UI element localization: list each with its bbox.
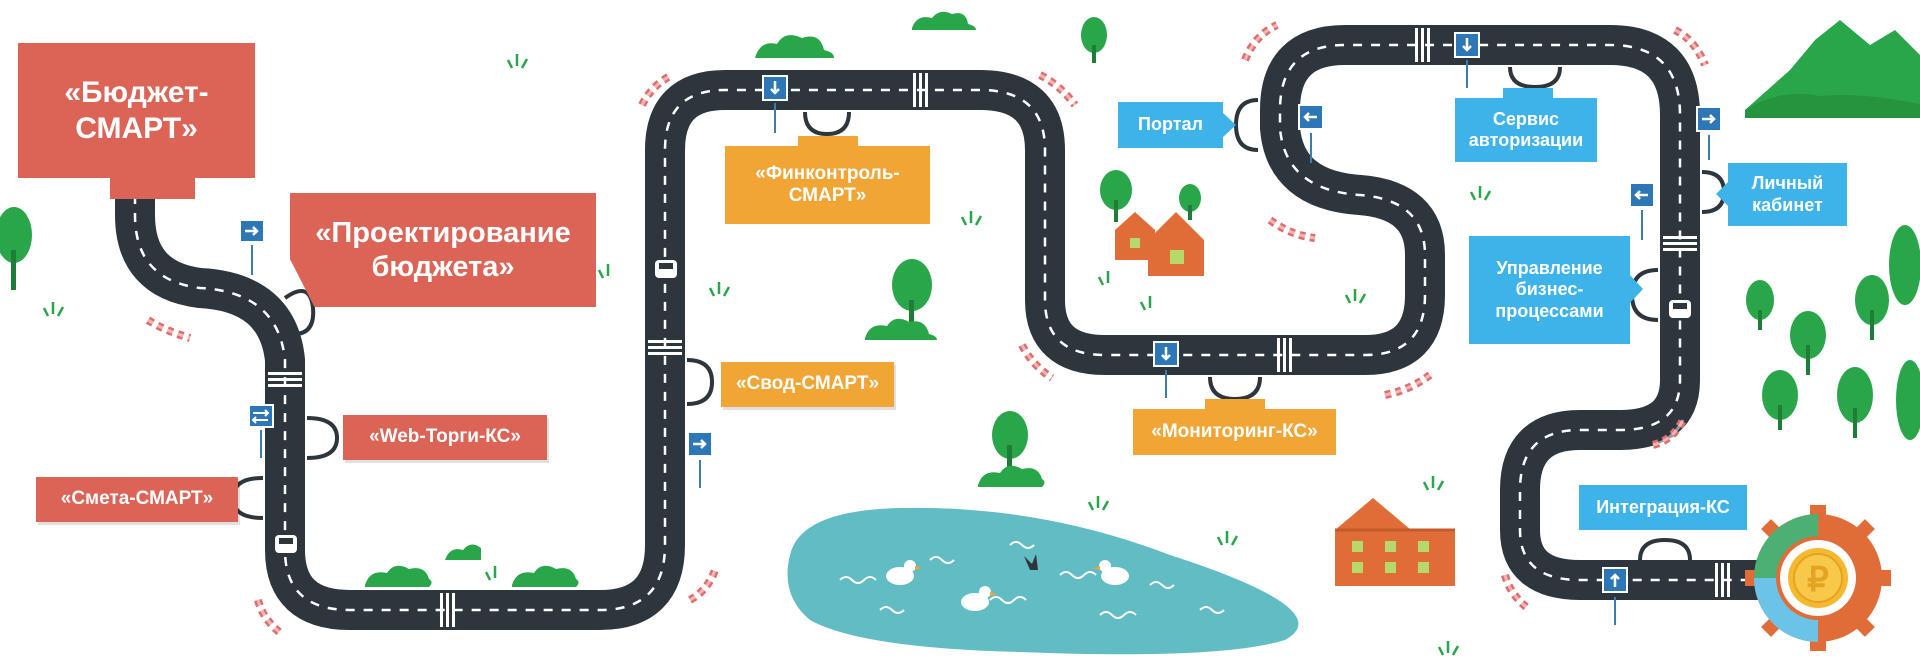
right-arrow-road-sign-icon [240, 220, 264, 275]
grass-icon [1424, 476, 1443, 490]
crosswalk [1663, 236, 1697, 251]
bush-icon [978, 466, 1045, 487]
crosswalk [268, 372, 302, 387]
house-icon [1115, 212, 1204, 276]
tree-icon [1746, 280, 1774, 330]
crosswalk [1415, 28, 1430, 62]
grass-icon [1346, 289, 1365, 303]
budget-smart-label-tab [110, 175, 195, 199]
car-icon [275, 535, 297, 553]
tree-icon [892, 259, 932, 325]
grass-icon [710, 282, 729, 296]
grass-icon [1141, 296, 1150, 310]
tree-icon [992, 411, 1028, 470]
grass-icon [1218, 531, 1237, 545]
crosswalk [648, 340, 682, 355]
bpm-label: Управление бизнес- процессами [1469, 236, 1630, 344]
grass-icon [1471, 186, 1490, 200]
ruble-symbol: ₽ [1807, 561, 1829, 599]
mountain-icon [1745, 20, 1920, 118]
tree-icon [1179, 184, 1201, 220]
bush-icon [912, 12, 976, 30]
tree-icon [1889, 225, 1920, 305]
auth-label-tab [1503, 88, 1553, 100]
grass-icon [1089, 496, 1108, 510]
fincontrol-smart-label: «Финконтроль- СМАРТ» [725, 146, 930, 224]
bush-icon [445, 544, 481, 560]
left-arrow-road-sign-icon [1630, 183, 1654, 240]
right-arrow-road-sign-icon [688, 432, 712, 488]
grass-icon [962, 211, 981, 225]
tree-icon [1762, 370, 1798, 430]
crosswalk [1715, 563, 1730, 597]
car-icon [1669, 300, 1691, 318]
integration-ks-label: Интеграция-КС [1579, 485, 1747, 530]
barrier-icon [258, 600, 283, 635]
grass-icon [1439, 641, 1458, 655]
tree-icon [1790, 311, 1826, 375]
grass-icon [486, 566, 495, 580]
bush-icon [755, 35, 834, 58]
bush-icon [365, 566, 432, 587]
personal-cabinet-label: Личный кабинет [1728, 163, 1847, 226]
monitoring-ks-label: «Мониторинг-КС» [1133, 409, 1336, 455]
web-torgi-label: «Web-Торги-КС» [343, 415, 547, 460]
barrier-icon [1270, 220, 1315, 238]
tree-icon [0, 207, 32, 290]
grass-icon [599, 264, 608, 278]
car-icon [655, 260, 677, 278]
tree-icon [1081, 17, 1107, 63]
tree-icon [1855, 275, 1889, 340]
crosswalk [1277, 338, 1292, 372]
monitoring-label-tab [1205, 399, 1265, 411]
tree-icon [1100, 170, 1132, 222]
fincontrol-label-tab [798, 136, 858, 148]
budget-smart-label: «Бюджет- СМАРТ» [18, 43, 255, 178]
barrier-icon [690, 570, 715, 600]
tree-icon [1896, 360, 1920, 440]
portal-label: Портал [1118, 102, 1223, 148]
grass-icon [44, 302, 63, 316]
bush-icon [865, 319, 937, 340]
auth-service-label: Сервис авторизации [1455, 98, 1597, 162]
lake-icon [788, 508, 1299, 654]
house-icon [1335, 498, 1455, 586]
tree-icon [1837, 367, 1873, 438]
svod-smart-label: «Свод-СМАРТ» [721, 362, 894, 407]
budget-design-label: «Проектирование бюджета» [290, 193, 596, 307]
right-arrow-road-sign-icon [1697, 107, 1721, 160]
crosswalk [913, 73, 928, 107]
smeta-smart-label: «Смета-СМАРТ» [36, 477, 238, 522]
grass-icon [1099, 271, 1108, 285]
grass-icon [508, 54, 527, 68]
barrier-icon [1245, 25, 1277, 60]
bush-icon [512, 566, 579, 587]
crosswalk [440, 593, 455, 627]
